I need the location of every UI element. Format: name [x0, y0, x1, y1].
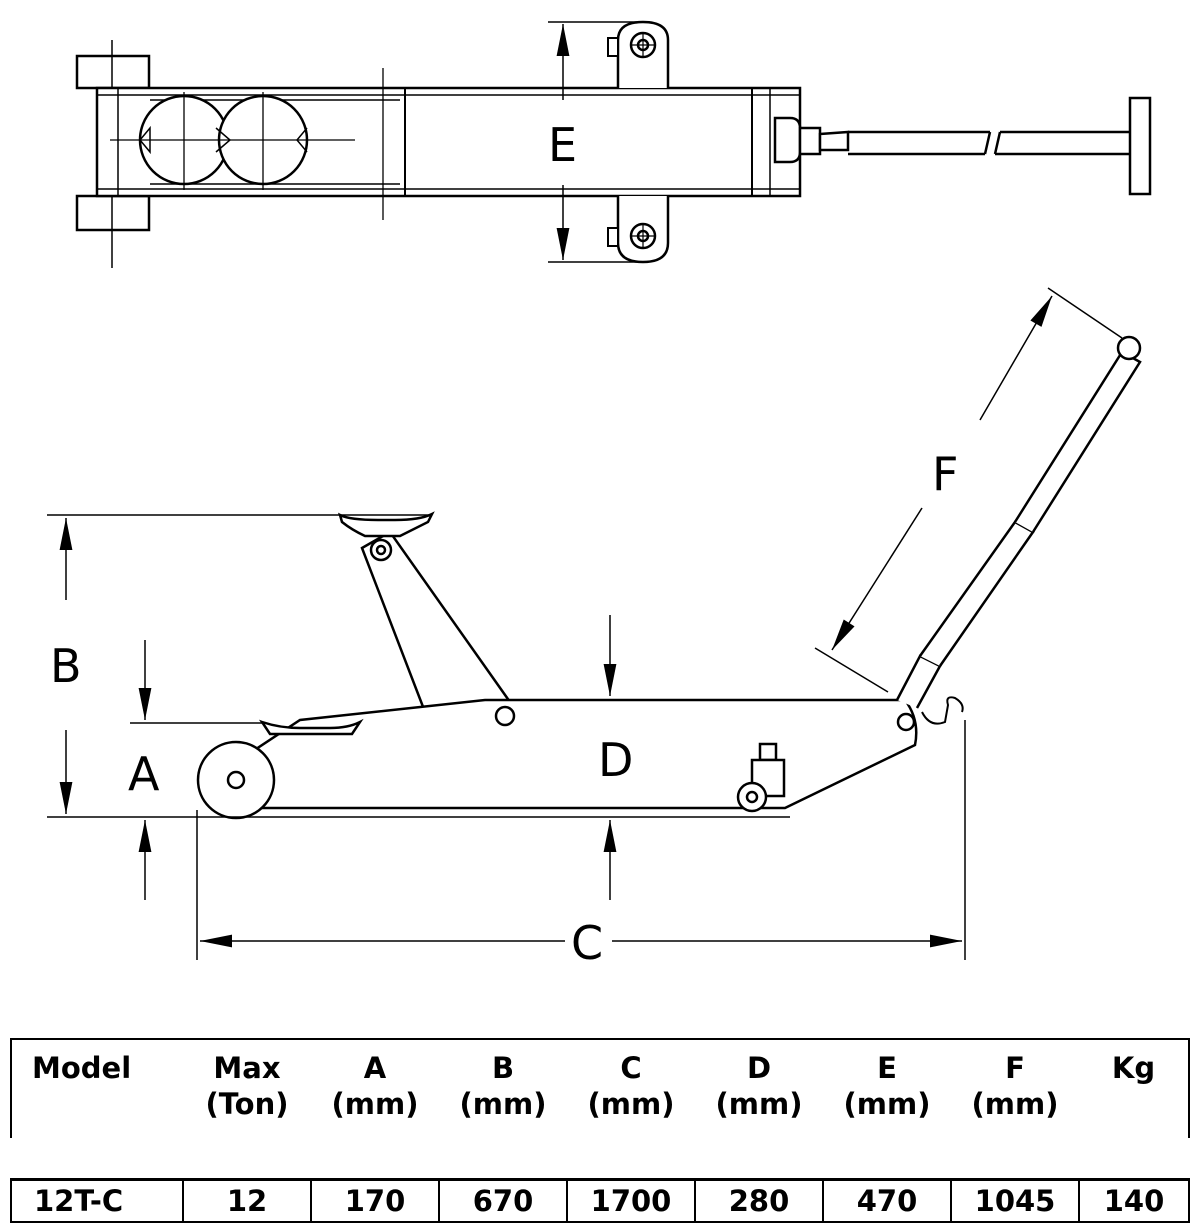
- header-c-line1: C: [620, 1051, 642, 1085]
- cell-f: 1045: [950, 1178, 1079, 1223]
- header-b: B(mm): [439, 1038, 567, 1138]
- top-handle: [773, 96, 1152, 196]
- spec-gap: [11, 1138, 1189, 1180]
- header-e-line1: E: [877, 1051, 897, 1085]
- header-model: Model: [10, 1038, 183, 1138]
- header-a-line2: (mm): [331, 1087, 419, 1121]
- spec-table: Model Max(Ton) A(mm) B(mm) C(mm) D(mm) E…: [10, 1038, 1190, 1223]
- lowered-saddle: [258, 718, 364, 736]
- front-wheel: [196, 740, 276, 820]
- header-d-line2: (mm): [715, 1087, 803, 1121]
- cell-c: 1700: [566, 1178, 695, 1223]
- spec-header-row: Model Max(Ton) A(mm) B(mm) C(mm) D(mm) E…: [10, 1038, 1190, 1138]
- header-a-line1: A: [363, 1051, 387, 1085]
- cell-a: 170: [310, 1178, 439, 1223]
- header-max-line1: Max: [213, 1051, 281, 1085]
- header-d-line1: D: [746, 1051, 772, 1085]
- header-model-text: Model: [32, 1051, 132, 1085]
- label-F: F: [932, 447, 958, 501]
- header-kg-text: Kg: [1111, 1051, 1156, 1085]
- header-f-line2: (mm): [971, 1087, 1059, 1121]
- header-c-line2: (mm): [587, 1087, 675, 1121]
- cell-model: 12T-C: [10, 1178, 183, 1223]
- side-handle: [895, 335, 1142, 725]
- cell-e: 470: [822, 1178, 951, 1223]
- cell-d: 280: [694, 1178, 823, 1223]
- header-f: F(mm): [951, 1038, 1079, 1138]
- top-side-lugs: [607, 20, 670, 264]
- cell-kg: 140: [1078, 1178, 1190, 1223]
- spec-gap-row: [11, 1138, 1189, 1180]
- header-kg: Kg: [1079, 1038, 1190, 1138]
- label-A: A: [128, 747, 160, 801]
- label-C: C: [571, 916, 603, 970]
- header-e: E(mm): [823, 1038, 951, 1138]
- jack-technical-drawing: E: [47, 20, 1152, 970]
- header-c: C(mm): [567, 1038, 695, 1138]
- side-chassis: [209, 698, 918, 810]
- side-dimensions: [47, 287, 1123, 960]
- header-b-line2: (mm): [459, 1087, 547, 1121]
- table-row: 12T-C 12 170 670 1700 280 470 1045 140: [10, 1178, 1190, 1223]
- header-b-line1: B: [491, 1051, 515, 1085]
- top-rear-wheel-lower: [75, 194, 151, 232]
- top-view: [75, 20, 1152, 268]
- header-max: Max(Ton): [183, 1038, 311, 1138]
- dimension-E: [548, 21, 640, 263]
- header-d: D(mm): [695, 1038, 823, 1138]
- label-B: B: [50, 639, 82, 693]
- label-D: D: [598, 733, 633, 787]
- lift-saddle: [338, 511, 435, 538]
- cell-b: 670: [438, 1178, 567, 1223]
- header-a: A(mm): [311, 1038, 439, 1138]
- top-saddle-pads: [110, 92, 355, 190]
- cell-max-ton: 12: [182, 1178, 311, 1223]
- header-max-line2: (Ton): [205, 1087, 289, 1121]
- rear-caster: [736, 742, 786, 813]
- header-e-line2: (mm): [843, 1087, 931, 1121]
- top-rear-wheel-upper: [75, 54, 151, 90]
- header-f-line1: F: [1005, 1051, 1025, 1085]
- side-view: [196, 335, 1142, 820]
- label-E: E: [548, 118, 577, 172]
